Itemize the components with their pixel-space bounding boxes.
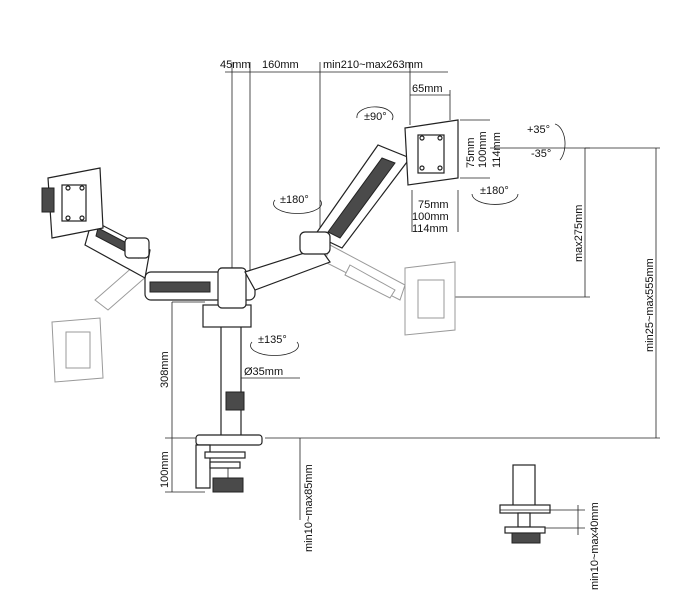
central-head (144, 267, 256, 309)
right-arm (244, 144, 411, 291)
left-vesa-plate (41, 167, 104, 239)
desk-clamp (195, 434, 263, 493)
right-vesa-plate (404, 119, 459, 186)
dim-clamp-desk: min10~max85mm (303, 464, 315, 552)
pole-rotation-indicator (250, 341, 299, 356)
dim-arm-reach: min210~max263mm (323, 59, 423, 71)
dim-vesa-114-h: 114mm (412, 223, 448, 235)
dim-clamp-100: 100mm (159, 451, 171, 488)
dim-160mm: 160mm (262, 59, 299, 71)
ghost-right-arm (324, 244, 456, 336)
pole-rotation: ±135° (258, 334, 287, 346)
swivel-right-indicator (471, 193, 519, 205)
tilt-down: -35° (531, 148, 551, 160)
dim-grommet-desk: min10~max40mm (589, 502, 601, 590)
dim-vesa-100-h: 100mm (412, 211, 449, 223)
grommet-mount (499, 464, 585, 544)
dim-pole-308: 308mm (159, 351, 171, 388)
tilt-indicator (554, 123, 566, 161)
dim-height-range: min25~max555mm (644, 258, 656, 352)
dim-pole-diameter: Ø35mm (244, 366, 283, 378)
dim-vesa-75-h: 75mm (418, 199, 449, 211)
swivel-right: ±180° (480, 185, 509, 197)
rot-90: ±90° (364, 111, 387, 123)
swivel-elbow: ±180° (280, 194, 309, 206)
swivel-elbow-indicator (273, 199, 322, 214)
dim-45mm: 45mm (220, 59, 251, 71)
dim-vesa-114-v: 114mm (491, 132, 503, 168)
tilt-up: +35° (527, 124, 550, 136)
vesa-dimension-lines (411, 119, 490, 232)
left-dimension-lines (165, 301, 300, 493)
dim-vesa-75-v: 75mm (465, 137, 477, 168)
right-dimension-lines (265, 147, 660, 439)
left-arm (84, 219, 151, 279)
rotation-90-indicator (356, 106, 394, 121)
dim-max-height-275: max275mm (573, 205, 585, 262)
dim-vesa-100-v: 100mm (477, 131, 489, 168)
top-dimension-lines (225, 62, 451, 272)
dim-65mm: 65mm (412, 83, 443, 95)
ghost-left-arm (51, 264, 149, 383)
